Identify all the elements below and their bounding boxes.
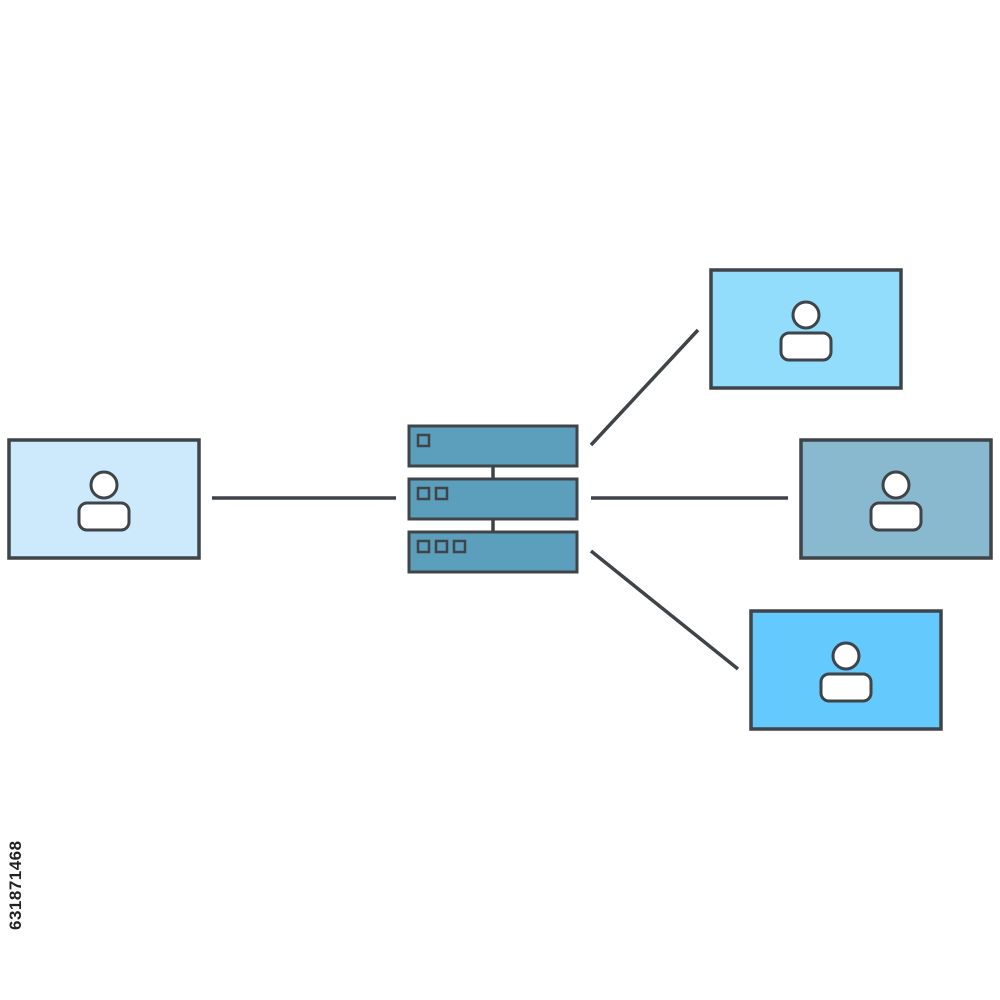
- server-unit: [407, 530, 579, 574]
- user-icon: [869, 470, 923, 532]
- client-left: [7, 438, 201, 560]
- watermark-id-text: 631871468: [6, 840, 25, 930]
- server-rack: [407, 424, 579, 574]
- server-led-icon: [416, 433, 431, 448]
- connection-lines: [212, 328, 788, 671]
- server-unit: [407, 424, 579, 468]
- client-top-right: [709, 268, 903, 390]
- server-led-icon: [452, 539, 467, 554]
- server-unit: [407, 477, 579, 521]
- server-led-icon: [434, 486, 449, 501]
- server-led-icon: [416, 539, 431, 554]
- client-middle-right: [799, 438, 993, 560]
- screen-frame: [749, 609, 943, 731]
- client-screens: [7, 268, 993, 731]
- connection-line-client-bottom-right: [589, 549, 740, 671]
- screen-frame: [7, 438, 201, 560]
- server-led-icon: [434, 539, 449, 554]
- server-led-icon: [416, 486, 431, 501]
- user-icon: [779, 300, 833, 362]
- client-bottom-right: [749, 609, 943, 731]
- user-icon: [819, 641, 873, 703]
- connection-line-client-top-right: [589, 328, 700, 447]
- user-icon: [77, 470, 131, 532]
